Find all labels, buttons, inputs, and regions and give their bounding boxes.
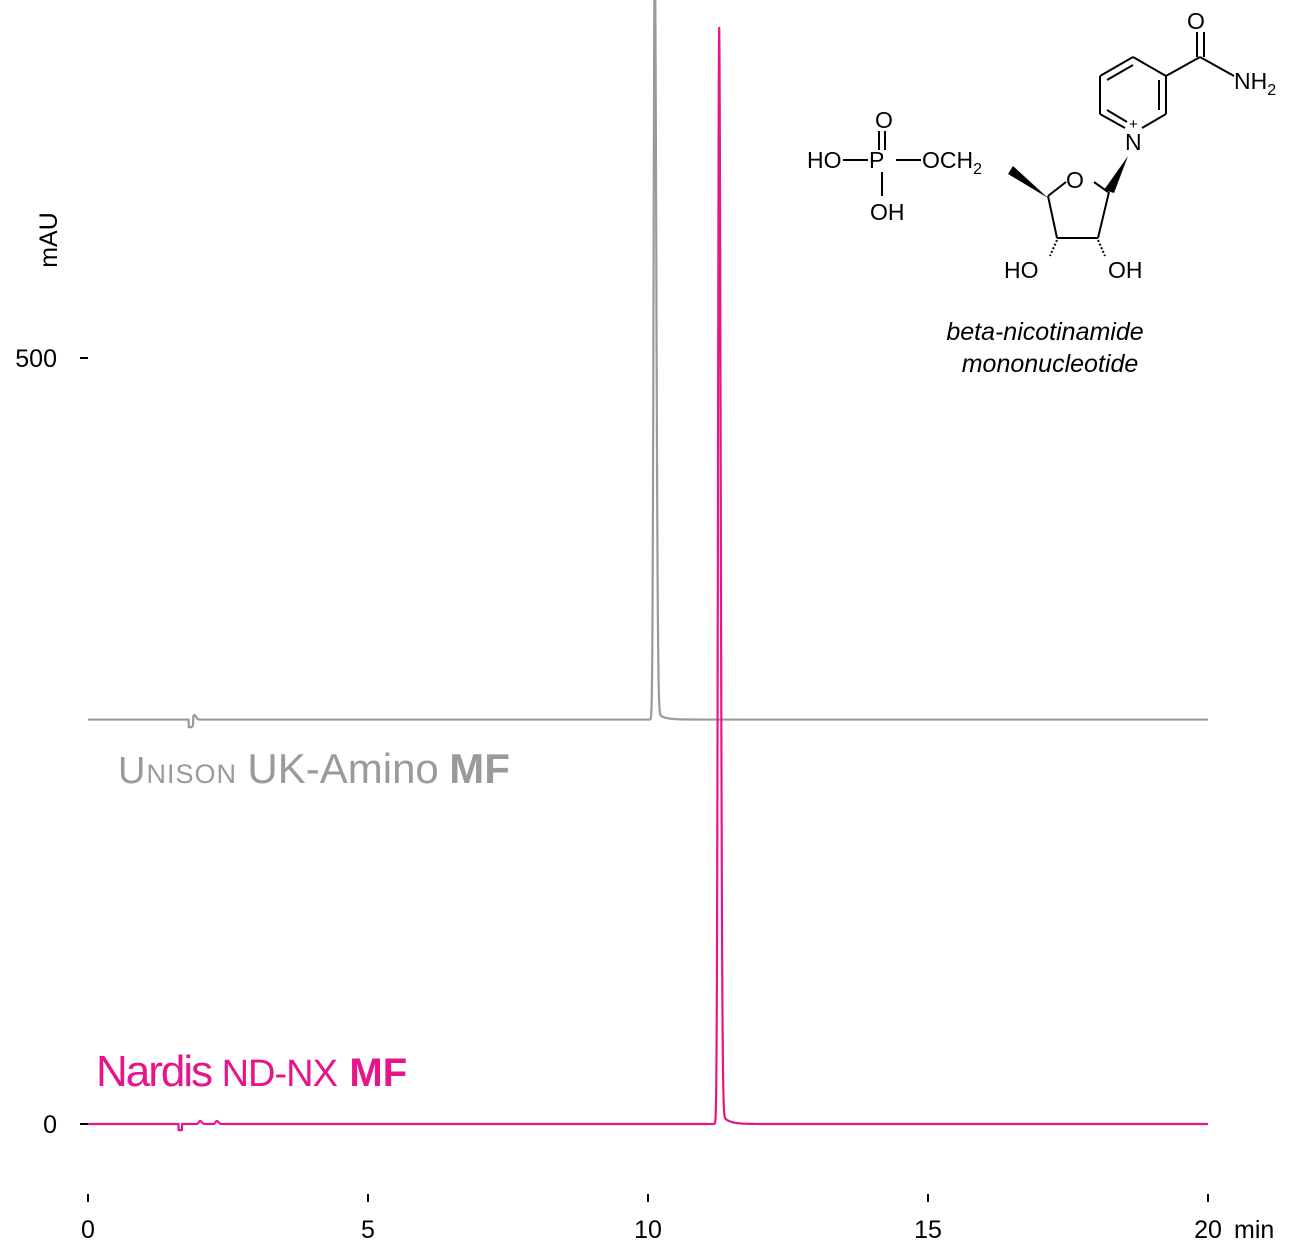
phosphorus: P bbox=[869, 147, 884, 173]
nh-sub: 2 bbox=[1267, 82, 1276, 99]
series-layer bbox=[87, 0, 1209, 1132]
x-tick-label-15: 15 bbox=[914, 1216, 942, 1240]
y-axis: 0 500 bbox=[15, 345, 88, 1139]
nardis-brand: Nardis bbox=[96, 1047, 212, 1096]
amide-oxygen: O bbox=[1187, 8, 1205, 34]
compound-name-line2: mononucleotide bbox=[962, 350, 1139, 378]
och-text: OCH bbox=[922, 147, 973, 173]
nh-text: NH bbox=[1234, 68, 1267, 94]
series-label-unison: Unison UK-Amino MF bbox=[118, 745, 510, 792]
x-axis-unit: min bbox=[1234, 1216, 1274, 1240]
y-axis-title: mAU bbox=[35, 212, 63, 268]
x-tick-label-0: 0 bbox=[81, 1216, 95, 1240]
unison-suffix: MF bbox=[449, 745, 510, 792]
nardis-column: ND-NX bbox=[222, 1053, 338, 1095]
x-axis: 0 5 10 15 20 bbox=[81, 1194, 1222, 1240]
phosphate-ho: HO bbox=[807, 147, 842, 173]
x-tick-label-5: 5 bbox=[361, 1216, 375, 1240]
ribose-oh: OH bbox=[1108, 257, 1143, 283]
unison-brand: Unison bbox=[118, 750, 237, 792]
och2: OCH2 bbox=[922, 147, 982, 178]
x-tick-label-20: 20 bbox=[1194, 1216, 1222, 1240]
compound-name-line1: beta-nicotinamide bbox=[946, 318, 1143, 346]
nmn-structure: O NH2 N + O HO P OCH2 O OH HO OH bbox=[807, 8, 1276, 283]
y-tick-label-500: 500 bbox=[15, 345, 57, 373]
series-line-nardis bbox=[87, 26, 1209, 1132]
ribose-ho: HO bbox=[1004, 257, 1039, 283]
y-tick-label-0: 0 bbox=[43, 1111, 57, 1139]
phosphate-oh: OH bbox=[870, 199, 905, 225]
ribose-oxygen: O bbox=[1066, 167, 1084, 193]
series-label-nardis: Nardis ND-NX MF bbox=[96, 1047, 407, 1096]
nitrogen-charge: + bbox=[1129, 116, 1138, 133]
och-sub: 2 bbox=[973, 161, 982, 178]
amide-nh2: NH2 bbox=[1234, 68, 1276, 99]
series-line-unison bbox=[87, 0, 1209, 729]
x-tick-label-10: 10 bbox=[634, 1216, 662, 1240]
ring-nitrogen: N bbox=[1125, 129, 1142, 155]
nardis-suffix: MF bbox=[349, 1051, 407, 1095]
phosphate-oxygen: O bbox=[875, 107, 893, 133]
unison-column: UK-Amino bbox=[247, 745, 438, 792]
